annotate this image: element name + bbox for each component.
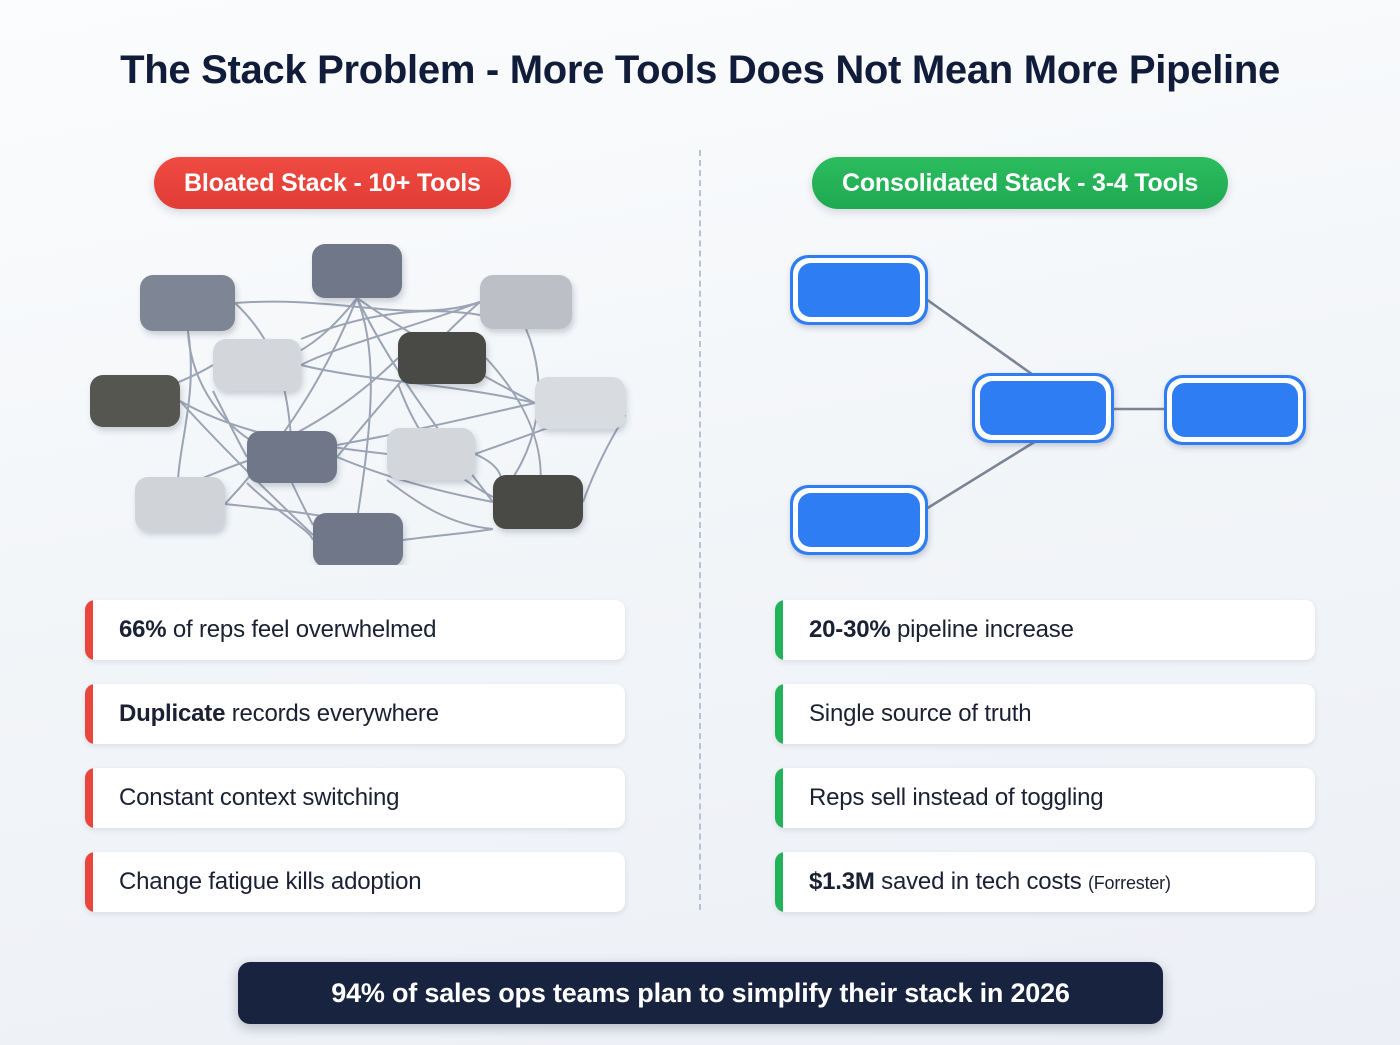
list-item-text: Reps sell instead of toggling: [775, 784, 1104, 812]
tool-node: [493, 475, 583, 529]
tangled-tool-network-diagram: [80, 235, 640, 565]
accent-bar: [85, 768, 93, 828]
list-item: Reps sell instead of toggling: [775, 768, 1315, 828]
accent-bar: [775, 600, 783, 660]
list-item-lead: $1.3M: [809, 868, 875, 895]
tool-node: [247, 431, 337, 483]
list-item-text: Constant context switching: [85, 784, 399, 812]
tool-node: [213, 339, 301, 391]
tool-node: [972, 373, 1114, 443]
list-item-text: Duplicate records everywhere: [85, 700, 439, 728]
tool-node: [790, 255, 928, 325]
consolidated-tool-network-diagram: [770, 235, 1330, 565]
accent-bar: [85, 600, 93, 660]
list-item-note: (Forrester): [1087, 873, 1171, 893]
list-item-rest: Single source of truth: [809, 700, 1032, 727]
tool-node: [312, 244, 402, 298]
tool-node: [790, 485, 928, 555]
accent-bar: [85, 852, 93, 912]
list-item-lead: Duplicate: [119, 700, 226, 727]
tool-node: [140, 275, 235, 331]
list-item-text: 20-30% pipeline increase: [775, 616, 1074, 644]
tool-node: [535, 377, 625, 429]
list-item-rest: Change fatigue kills adoption: [119, 868, 422, 895]
tool-node: [1164, 375, 1306, 445]
badge-consolidated-stack: Consolidated Stack - 3-4 Tools: [812, 157, 1229, 209]
accent-bar: [85, 684, 93, 744]
list-item: 20-30% pipeline increase: [775, 600, 1315, 660]
list-item: Change fatigue kills adoption: [85, 852, 625, 912]
tool-node: [313, 513, 403, 565]
accent-bar: [775, 768, 783, 828]
list-item-text: Single source of truth: [775, 700, 1032, 728]
list-item-text: Change fatigue kills adoption: [85, 868, 422, 896]
tool-node: [398, 332, 486, 384]
badge-bloated-stack: Bloated Stack - 10+ Tools: [154, 157, 511, 209]
list-item: 66% of reps feel overwhelmed: [85, 600, 625, 660]
tool-node: [387, 428, 475, 480]
list-item-rest: records everywhere: [225, 700, 439, 727]
list-item-rest: Reps sell instead of toggling: [809, 784, 1104, 811]
list-item-lead: 20-30%: [809, 616, 891, 643]
network-nodes: [790, 255, 1306, 555]
list-item-lead: 66%: [119, 616, 167, 643]
column-divider: [699, 150, 701, 910]
list-item-text: $1.3M saved in tech costs (Forrester): [775, 868, 1171, 896]
list-item-rest: of reps feel overwhelmed: [166, 616, 437, 643]
list-item-rest: pipeline increase: [890, 616, 1074, 643]
list-item: Constant context switching: [85, 768, 625, 828]
accent-bar: [775, 852, 783, 912]
network-edges: [925, 297, 1168, 511]
tool-node: [135, 477, 225, 531]
page-title: The Stack Problem - More Tools Does Not …: [120, 48, 1280, 92]
network-nodes: [90, 244, 625, 565]
tool-node: [480, 275, 572, 329]
list-item: $1.3M saved in tech costs (Forrester): [775, 852, 1315, 912]
benefits-list: 20-30% pipeline increase Single source o…: [775, 600, 1315, 912]
list-item: Single source of truth: [775, 684, 1315, 744]
accent-bar: [775, 684, 783, 744]
list-item: Duplicate records everywhere: [85, 684, 625, 744]
list-item-rest: saved in tech costs: [874, 868, 1088, 895]
tool-node: [90, 375, 180, 427]
problems-list: 66% of reps feel overwhelmed Duplicate r…: [85, 600, 625, 912]
list-item-rest: Constant context switching: [119, 784, 400, 811]
summary-banner: 94% of sales ops teams plan to simplify …: [238, 962, 1163, 1024]
list-item-text: 66% of reps feel overwhelmed: [85, 616, 436, 644]
